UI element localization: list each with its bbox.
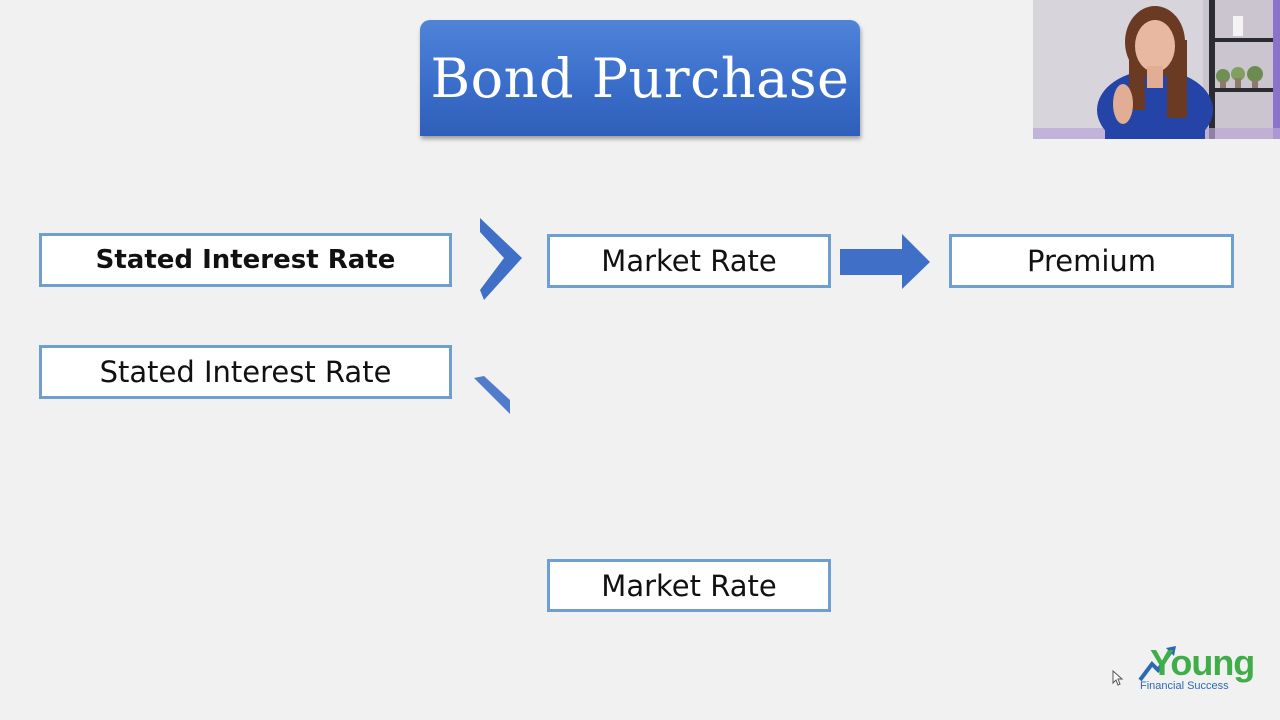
presenter-video [1033, 0, 1280, 139]
logo-tagline: Financial Success [1140, 680, 1229, 692]
market-rate-label-2: Market Rate [601, 568, 777, 603]
market-rate-box-2: Market Rate [547, 559, 831, 612]
stated-interest-rate-box-1: Stated Interest Rate [39, 233, 452, 287]
greater-than-icon [480, 218, 522, 300]
market-rate-box-1: Market Rate [547, 234, 831, 288]
premium-box: Premium [949, 234, 1234, 288]
logo-arrow-icon [1138, 646, 1176, 682]
stated-interest-rate-label-1: Stated Interest Rate [95, 245, 396, 275]
mouse-cursor-icon [1112, 670, 1124, 686]
partial-less-than-icon [474, 376, 510, 414]
title-banner: Bond Purchase [420, 20, 860, 136]
young-financial-success-logo: Young Financial Success [1138, 640, 1260, 696]
market-rate-label-1: Market Rate [601, 244, 777, 278]
presenter-video-icon [1033, 0, 1280, 139]
slide-title: Bond Purchase [430, 46, 850, 110]
stated-interest-rate-box-2: Stated Interest Rate [39, 345, 452, 399]
right-arrow-icon [840, 234, 930, 289]
stated-interest-rate-label-2: Stated Interest Rate [99, 355, 392, 389]
premium-label: Premium [1026, 244, 1157, 278]
logo-word: Young [1150, 642, 1255, 683]
